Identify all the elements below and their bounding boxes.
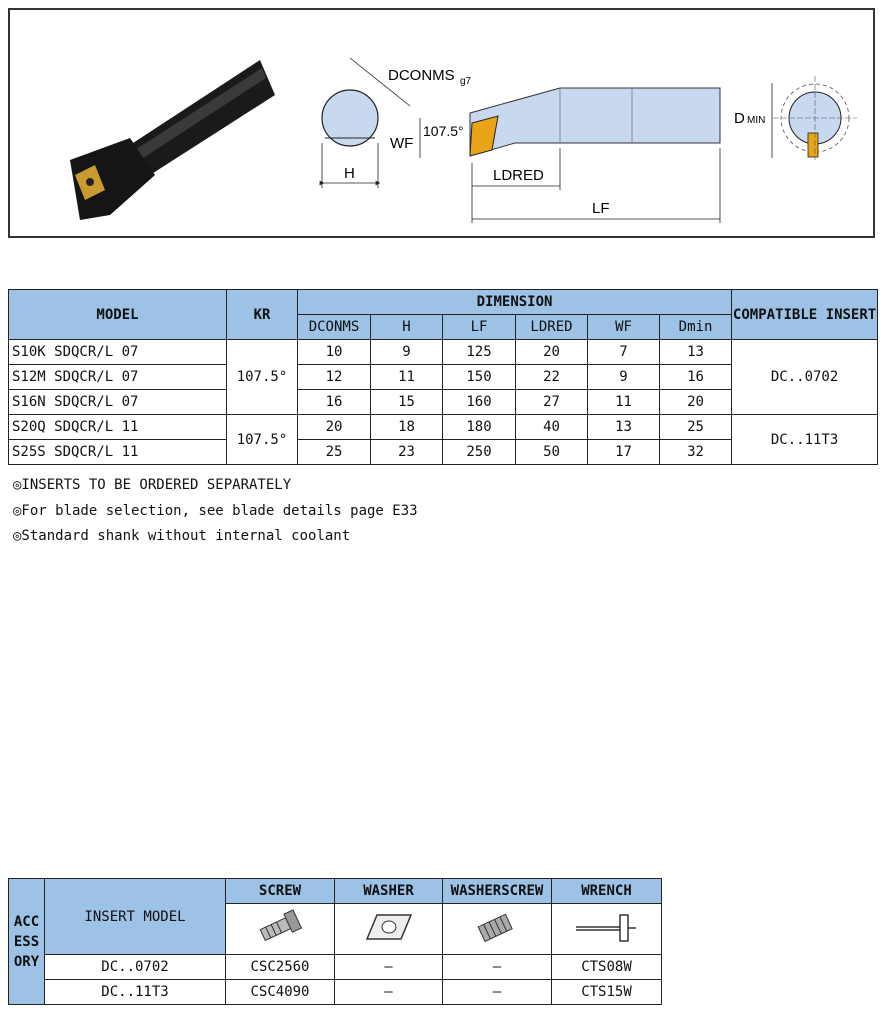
header-wrench: WRENCH xyxy=(551,878,662,904)
notes: ◎INSERTS TO BE ORDERED SEPARATELY ◎For b… xyxy=(13,473,418,550)
table-row: S10K SDQCR/L 07 107.5° 10 9 125 20 7 13 … xyxy=(8,339,879,415)
screw-cell: CSC4090 xyxy=(225,979,335,1005)
screw-icon xyxy=(225,903,335,955)
ldred-label: LDRED xyxy=(493,167,544,184)
kr-cell: 107.5° xyxy=(226,414,298,465)
insert-model-cell: DC..0702 xyxy=(44,954,226,980)
lf-cell: 180 xyxy=(442,414,516,440)
dconms-cell: 12 xyxy=(297,364,371,390)
washer-cell: — xyxy=(334,979,443,1005)
header-h: H xyxy=(370,314,443,340)
model-cell: S25S SDQCR/L 11 xyxy=(8,439,227,465)
header-compatible-insert: COMPATIBLE INSERT xyxy=(731,289,879,340)
dconms-sub-label: g7 xyxy=(460,76,472,87)
h-cell: 11 xyxy=(370,364,443,390)
header-washerscrew: WASHERSCREW xyxy=(442,878,552,904)
lf-label: LF xyxy=(592,200,610,217)
wrench-cell: CTS08W xyxy=(551,954,662,980)
product-figure: H DCONMS g7 107.5° WF LDRED LF D MIN xyxy=(8,8,875,238)
insert-gold-icon xyxy=(469,115,499,157)
table-row: DC..0702 CSC2560 — — CTS08W xyxy=(9,954,662,980)
header-kr: KR xyxy=(226,289,298,340)
dmin-cell: 25 xyxy=(658,414,733,440)
table-row: S20Q SDQCR/L 11 107.5° 20 18 180 40 13 2… xyxy=(8,414,879,465)
lf-cell: 160 xyxy=(442,389,516,415)
lf-cell: 150 xyxy=(442,364,516,390)
h-cell: 9 xyxy=(370,339,443,365)
model-cell: S20Q SDQCR/L 11 xyxy=(8,414,227,440)
angle-label: 107.5° xyxy=(423,123,464,139)
model-cell: S16N SDQCR/L 07 xyxy=(8,389,227,415)
ldred-cell: 50 xyxy=(515,439,588,465)
dimension-drawing: H DCONMS g7 107.5° WF LDRED LF D MIN xyxy=(319,57,857,223)
washer-icon xyxy=(334,903,443,955)
wf-cell: 17 xyxy=(587,439,660,465)
lf-cell: 125 xyxy=(442,339,516,365)
model-cell: S10K SDQCR/L 07 xyxy=(8,339,227,365)
h-cell: 18 xyxy=(370,414,443,440)
insert-cell: DC..0702 xyxy=(731,339,879,415)
dconms-cell: 20 xyxy=(297,414,371,440)
header-dimension: DIMENSION xyxy=(296,289,733,315)
header-model: MODEL xyxy=(8,289,227,340)
table-row: S25S SDQCR/L 11 25 23 250 50 17 32 xyxy=(8,439,878,465)
header-dconms: DCONMS xyxy=(297,314,371,340)
table-row: DC..11T3 CSC4090 — — CTS15W xyxy=(9,979,662,1005)
lf-cell: 250 xyxy=(442,439,516,465)
note-item: ◎Standard shank without internal coolant xyxy=(13,528,351,544)
dmin-sub-label: MIN xyxy=(747,115,765,126)
insert-model-cell: DC..11T3 xyxy=(44,979,226,1005)
wf-cell: 13 xyxy=(587,414,660,440)
dmin-label: D xyxy=(734,110,745,127)
spec-table: MODEL KR DIMENSION COMPATIBLE INSERT DCO… xyxy=(8,289,879,465)
ldred-cell: 27 xyxy=(515,389,588,415)
note-item: ◎For blade selection, see blade details … xyxy=(13,502,418,519)
screw-cell: CSC2560 xyxy=(225,954,335,980)
washerscrew-cell: — xyxy=(442,954,552,980)
h-label: H xyxy=(344,165,355,182)
ldred-cell: 20 xyxy=(515,339,588,365)
accessory-table: ACC ESS ORY INSERT MODEL SCREW WASHER WA… xyxy=(8,878,662,1005)
washer-screw-icon xyxy=(442,903,552,955)
header-dmin: Dmin xyxy=(658,314,733,340)
ldred-cell: 22 xyxy=(515,364,588,390)
header-insert-model: INSERT MODEL xyxy=(44,878,226,955)
header-lf: LF xyxy=(442,314,516,340)
table-row: S16N SDQCR/L 07 16 15 160 27 11 20 xyxy=(8,389,878,415)
dmin-cell: 32 xyxy=(658,439,733,465)
note-item: ◎INSERTS TO BE ORDERED SEPARATELY xyxy=(13,477,292,493)
dconms-label: DCONMS xyxy=(388,67,455,84)
h-cell: 23 xyxy=(370,439,443,465)
dmin-cell: 13 xyxy=(658,339,733,365)
dmin-cell: 16 xyxy=(658,364,733,390)
insert-cell: DC..11T3 xyxy=(731,414,879,465)
wrench-icon xyxy=(551,903,662,955)
dmin-cell: 20 xyxy=(658,389,733,415)
header-screw: SCREW xyxy=(225,878,335,904)
kr-cell: 107.5° xyxy=(226,339,298,415)
wf-label: WF xyxy=(390,135,413,152)
ldred-cell: 40 xyxy=(515,414,588,440)
wf-cell: 7 xyxy=(587,339,660,365)
header-wf: WF xyxy=(587,314,660,340)
h-cell: 15 xyxy=(370,389,443,415)
washer-cell: — xyxy=(334,954,443,980)
washerscrew-cell: — xyxy=(442,979,552,1005)
table-row: S12M SDQCR/L 07 12 11 150 22 9 16 xyxy=(8,364,878,390)
model-cell: S12M SDQCR/L 07 xyxy=(8,364,227,390)
dconms-cell: 16 xyxy=(297,389,371,415)
header-washer: WASHER xyxy=(334,878,443,904)
dconms-cell: 10 xyxy=(297,339,371,365)
accessory-side-label: ACC ESS ORY xyxy=(8,878,45,1005)
dconms-cell: 25 xyxy=(297,439,371,465)
wf-cell: 11 xyxy=(587,389,660,415)
wf-cell: 9 xyxy=(587,364,660,390)
header-ldred: LDRED xyxy=(515,314,588,340)
boring-bar-photo xyxy=(70,60,275,220)
wrench-cell: CTS15W xyxy=(551,979,662,1005)
